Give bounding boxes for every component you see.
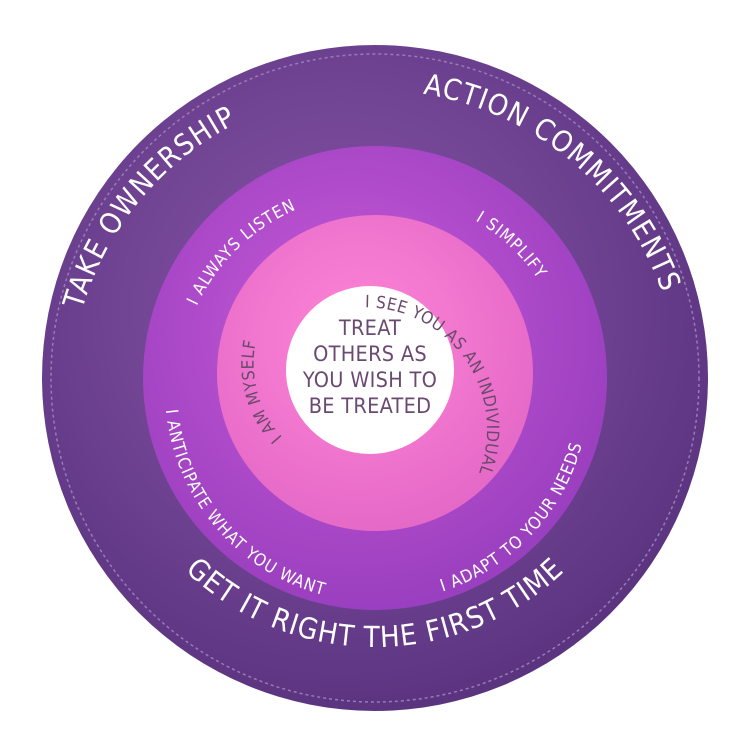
center-text-line-4: BE TREATED [309, 394, 432, 419]
outer-stitching [50, 53, 700, 703]
center-circle [286, 286, 454, 454]
center-text-line-3: YOU WISH TO [302, 368, 437, 393]
center-text-line-1: TREAT [338, 316, 401, 341]
center-text-line-2: OTHERS AS [313, 342, 427, 367]
